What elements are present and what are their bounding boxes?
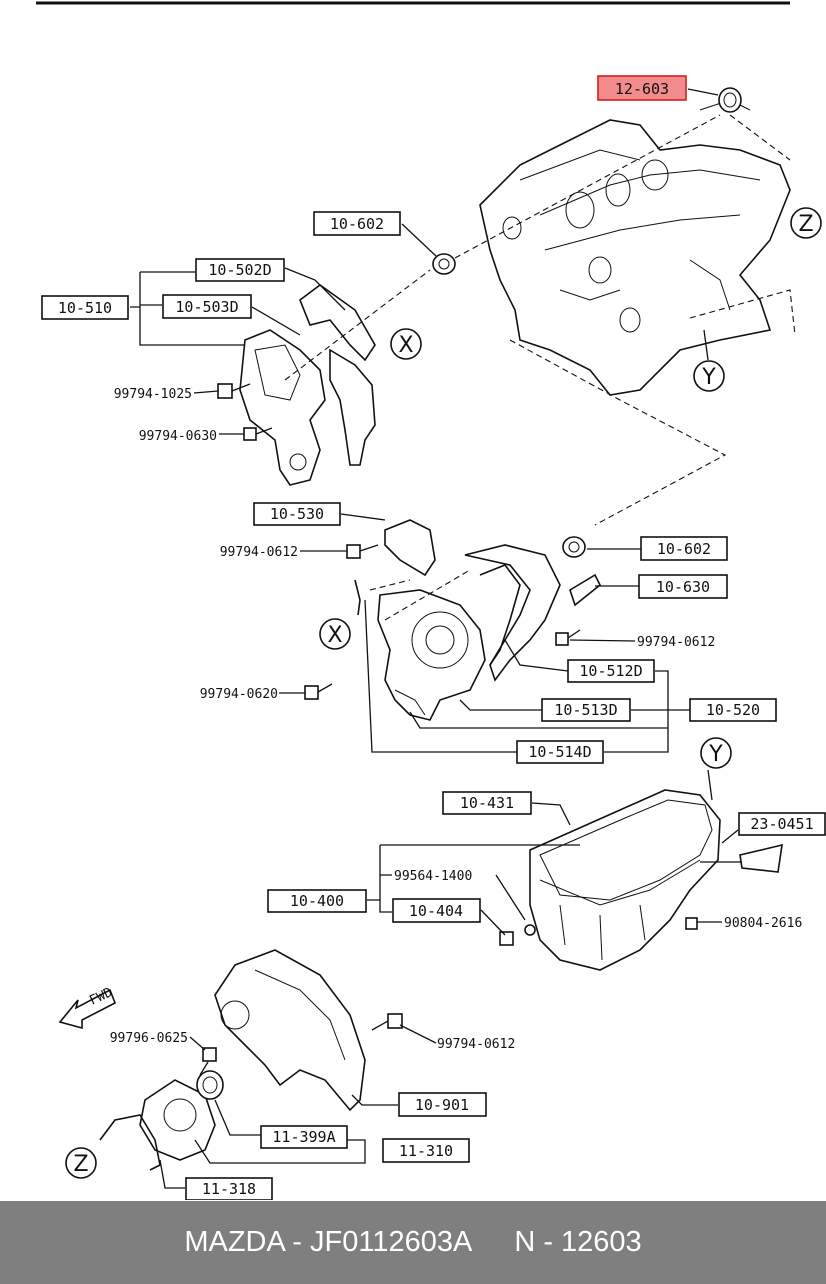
- fwd-arrow-icon: FWD: [58, 985, 117, 1030]
- part-box-10-530: [253, 502, 341, 526]
- part-box-10-602-mid: [640, 536, 728, 561]
- rear-cover-drawing: [99, 1070, 224, 1171]
- part-label-11-399A: 11-399A: [272, 1128, 335, 1146]
- seal-10-602-mid-drawing: [562, 536, 586, 558]
- ref-circle-x-mid: X: [319, 618, 351, 650]
- part-label-10-630: 10-630: [656, 578, 710, 596]
- part-label-99794-0612-a: 99794-0612: [220, 545, 298, 560]
- footer-brand-part-number: MAZDA - JF0112603A: [184, 1226, 473, 1258]
- part-label-10-400: 10-400: [290, 892, 344, 910]
- part-box-11-318: [185, 1177, 273, 1200]
- part-label-10-502D: 10-502D: [208, 261, 271, 279]
- part-box-11-399A: [260, 1125, 348, 1149]
- part-label-11-310: 11-310: [399, 1142, 453, 1160]
- footer-n-number: N - 12603: [514, 1226, 642, 1258]
- part-label-10-404: 10-404: [409, 902, 463, 920]
- bolt-99794-0612-a-drawing: [346, 544, 379, 559]
- engine-block-drawing: [479, 99, 791, 396]
- part-label-23-0451: 23-0451: [750, 815, 813, 833]
- bolt-90804-2616-drawing: [685, 917, 698, 930]
- part-box-10-400: [267, 889, 367, 913]
- part-box-10-502D: [195, 258, 285, 282]
- part-box-10-510: [41, 295, 129, 320]
- ref-label-y-top: Y: [701, 365, 716, 390]
- part-box-23-0451: [738, 812, 826, 836]
- part-box-10-901: [398, 1092, 487, 1117]
- part-label-10-510: 10-510: [58, 299, 112, 317]
- part-box-10-520: [689, 698, 777, 722]
- part-label-99564-1400: 99564-1400: [394, 869, 472, 884]
- part-label-99794-1025: 99794-1025: [114, 387, 192, 402]
- part-box-10-404: [392, 898, 481, 923]
- part-label-10-512D: 10-512D: [579, 662, 642, 680]
- upper-timing-cover-drawing: [239, 284, 376, 486]
- part-box-10-431: [442, 791, 532, 815]
- part-label-10-513D: 10-513D: [554, 701, 617, 719]
- oil-pan-drawing: [529, 789, 783, 971]
- part-label-11-318: 11-318: [202, 1180, 256, 1198]
- lower-timing-cover-drawing: [354, 519, 602, 721]
- part-label-99796-0625: 99796-0625: [110, 1031, 188, 1046]
- part-label-10-514D: 10-514D: [528, 743, 591, 761]
- part-box-11-310: [382, 1138, 470, 1163]
- seal-10-602-top-drawing: [432, 253, 456, 275]
- ref-label-x-top: X: [398, 333, 413, 358]
- part-label-90804-2616: 90804-2616: [724, 916, 802, 931]
- ref-label-z-bottom: Z: [73, 1152, 88, 1177]
- part-box-10-513D: [541, 698, 631, 722]
- ref-circle-z-bottom: Z: [65, 1147, 97, 1179]
- part-box-10-503D: [162, 294, 252, 319]
- part-label-10-503D: 10-503D: [175, 298, 238, 316]
- part-box-12-603: [597, 75, 687, 101]
- bolt-99794-0612-b-drawing: [555, 629, 581, 646]
- bolt-99796-0625-drawing: [199, 1047, 217, 1076]
- part-label-10-602-top: 10-602: [330, 215, 384, 233]
- part-footer-banner: MAZDA - JF0112603A N - 12603: [0, 1201, 826, 1284]
- part-box-10-602-top: [313, 211, 401, 236]
- part-label-10-530: 10-530: [270, 505, 324, 523]
- part-label-10-431: 10-431: [460, 794, 514, 812]
- bolt-99794-0620-drawing: [304, 683, 333, 700]
- part-label-10-602-mid: 10-602: [657, 540, 711, 558]
- part-label-99794-0630: 99794-0630: [139, 429, 217, 444]
- part-box-10-514D: [516, 740, 604, 764]
- ref-label-y-mid: Y: [708, 742, 723, 767]
- part-label-12-603: 12-603: [615, 80, 669, 98]
- rear-plate-drawing: [214, 949, 366, 1112]
- exploded-parts-diagram: FWD 12-603 10-602 10-502D 10-510 10-503D…: [36, 1, 826, 1200]
- part-label-10-520: 10-520: [706, 701, 760, 719]
- ref-circle-y-top: Y: [693, 360, 725, 392]
- seal-12-603-drawing: [718, 87, 742, 113]
- part-box-10-512D: [567, 659, 655, 683]
- bolt-99794-0612-c-drawing: [371, 1013, 403, 1031]
- part-label-99794-0612-b: 99794-0612: [637, 635, 715, 650]
- part-label-10-901: 10-901: [415, 1096, 469, 1114]
- ref-circle-y-mid: Y: [700, 737, 732, 769]
- ref-label-x-mid: X: [327, 623, 342, 648]
- part-label-99794-0620: 99794-0620: [200, 687, 278, 702]
- plug-10-404-drawing: [499, 924, 536, 946]
- part-label-99794-0612-c: 99794-0612: [437, 1037, 515, 1052]
- ref-circle-x-top: X: [390, 328, 422, 360]
- ref-circle-z-top: Z: [790, 207, 822, 239]
- part-box-10-630: [638, 574, 728, 599]
- ref-label-z-top: Z: [798, 212, 813, 237]
